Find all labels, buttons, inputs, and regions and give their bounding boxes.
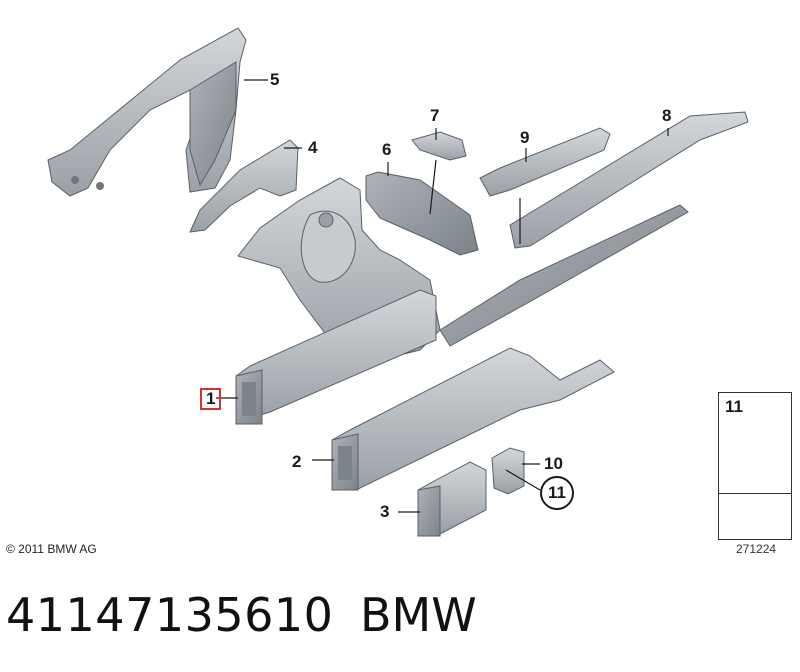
part-8-side-rail bbox=[439, 111, 749, 347]
part-3-rail-section bbox=[417, 461, 487, 537]
legend-divider bbox=[719, 493, 791, 494]
callout-9: 9 bbox=[520, 128, 530, 147]
part-7-clip bbox=[411, 131, 467, 161]
part-4-bracket bbox=[189, 139, 299, 233]
legend-part-number: 11 bbox=[725, 397, 743, 416]
callout-11-circled: 11 bbox=[540, 476, 574, 510]
part-6-panel bbox=[365, 171, 479, 256]
callout-7: 7 bbox=[430, 106, 440, 125]
part-1-front-rail bbox=[235, 289, 437, 425]
callout-10: 10 bbox=[544, 454, 563, 473]
callout-6: 6 bbox=[382, 140, 392, 159]
copyright-text: © 2011 BMW AG bbox=[6, 542, 97, 556]
footer-brand: BMW bbox=[360, 588, 477, 642]
part-2-lower-rail bbox=[331, 347, 615, 491]
callout-3: 3 bbox=[380, 502, 390, 521]
part-9-rail-section bbox=[479, 127, 611, 197]
callout-8: 8 bbox=[662, 106, 672, 125]
parts-diagram bbox=[47, 27, 787, 537]
callout-2: 2 bbox=[292, 452, 302, 471]
callout-1: 1 bbox=[200, 388, 222, 410]
part-5-upper-rail bbox=[47, 27, 247, 197]
callout-4: 4 bbox=[308, 138, 318, 157]
callout-5: 5 bbox=[270, 70, 280, 89]
legend-box: 11 bbox=[718, 392, 792, 540]
leader-lines bbox=[216, 79, 669, 513]
diagram-code: 271224 bbox=[736, 542, 777, 556]
footer-part-number: 41147135610 bbox=[6, 588, 334, 642]
